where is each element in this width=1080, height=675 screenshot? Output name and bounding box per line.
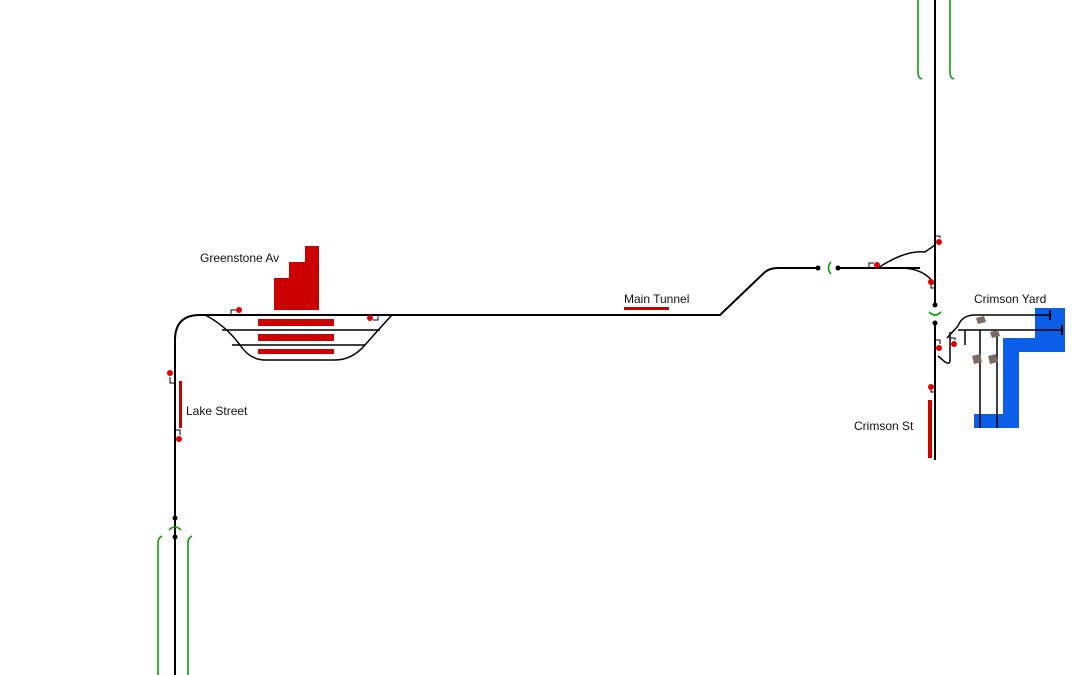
main-line: [174, 0, 936, 675]
label-lake-street: Lake Street: [186, 404, 248, 418]
crimson-yard: [937, 308, 1065, 428]
node-1: [172, 515, 178, 521]
signal-lamp-4[interactable]: [176, 436, 182, 442]
signal-post-10: [950, 337, 956, 340]
greenstone-platform-3: [258, 349, 334, 354]
labels: Greenstone Av Main Tunnel Lake Street Cr…: [186, 251, 1046, 433]
lake-street-platform: [179, 381, 182, 428]
node-6: [932, 320, 938, 326]
greenstone-loop-outer: [204, 314, 393, 361]
signal-lamp-5[interactable]: [874, 262, 880, 268]
greenstone-platform-2: [258, 334, 334, 341]
node-4: [835, 265, 841, 271]
signal-lamp-8[interactable]: [936, 345, 942, 351]
node-5: [932, 302, 938, 308]
signal-post-3: [169, 377, 175, 384]
label-crimson-yard: Crimson Yard: [974, 292, 1046, 306]
signal-lamp-9[interactable]: [928, 384, 934, 390]
signal-lamp-7[interactable]: [928, 279, 934, 285]
west-portal-mark: [827, 261, 832, 275]
north-portal-right: [949, 0, 955, 80]
crimson-yard-track-1: [946, 314, 1050, 339]
signal-lamp-6[interactable]: [936, 239, 942, 245]
node-3: [815, 265, 821, 271]
south-portal-left: [157, 535, 163, 675]
signal-lamp-10[interactable]: [951, 341, 957, 347]
signal-lamp-2[interactable]: [367, 315, 373, 321]
train-sprite-4: [988, 354, 998, 364]
main-tunnel-marker: [624, 307, 669, 310]
lake-portal-mark: [168, 526, 182, 531]
signal-post-7: [930, 284, 935, 289]
train-sprite-3: [972, 354, 982, 364]
label-greenstone: Greenstone Av: [200, 251, 279, 265]
signals: [167, 235, 957, 442]
signal-post-1: [230, 309, 236, 315]
crimson-st-platform: [928, 400, 932, 458]
signal-post-6: [935, 235, 941, 238]
greenstone-building: [274, 246, 319, 310]
signal-post-8: [935, 339, 941, 344]
crimson-yard-block: [974, 308, 1065, 428]
nodes: [172, 265, 938, 540]
crimson-yard-track-3: [937, 332, 951, 364]
signal-post-5: [868, 262, 874, 268]
train-sprite-2: [990, 330, 1000, 338]
signal-post-2: [373, 315, 379, 321]
signal-lamp-3[interactable]: [167, 370, 173, 376]
north-portal-left: [917, 0, 923, 80]
label-main-tunnel: Main Tunnel: [624, 292, 689, 306]
signal-post-9: [930, 390, 935, 393]
south-portal-right: [187, 535, 193, 675]
portals: [157, 0, 955, 675]
main-line-west: [174, 267, 818, 675]
junction-portal-mark: [928, 311, 942, 316]
greenstone-station-tracks: [204, 246, 393, 361]
node-2: [172, 534, 178, 540]
greenstone-platform-1: [258, 319, 334, 326]
train-sprite-1: [976, 316, 986, 324]
signal-post-4: [175, 429, 181, 435]
junction-turnout-upper: [877, 244, 936, 269]
label-crimson-st: Crimson St: [854, 419, 914, 433]
signal-lamp-1[interactable]: [236, 307, 242, 313]
